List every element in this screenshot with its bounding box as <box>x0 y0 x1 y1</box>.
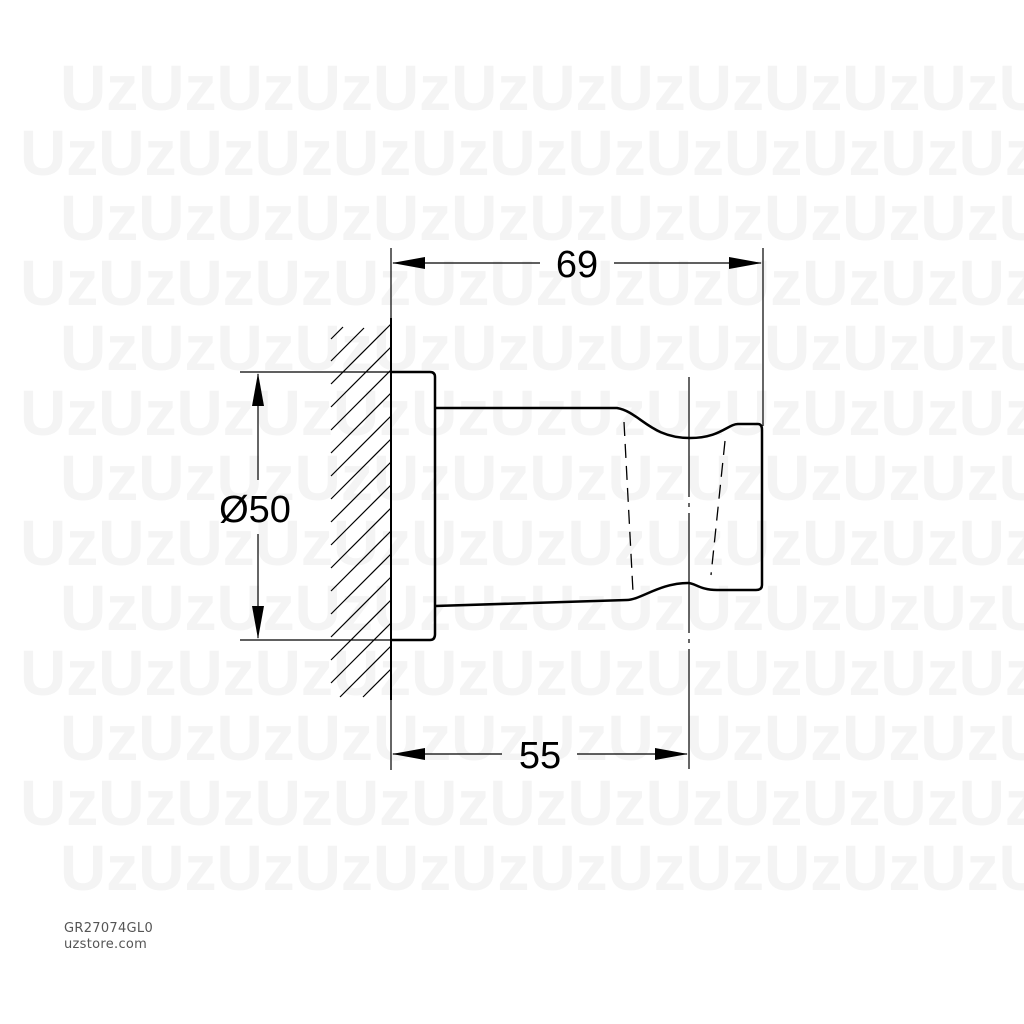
taper-line-left <box>623 421 634 593</box>
product-code: GR27074GL0 <box>64 921 154 936</box>
dim-69-label: 69 <box>556 244 598 286</box>
rosette-outline <box>391 370 437 642</box>
arrow-left-icon <box>392 257 425 269</box>
arrow-down-icon <box>252 606 264 639</box>
arrow-right-icon <box>729 257 762 269</box>
taper-line-right <box>710 440 726 576</box>
arrow-up-icon <box>252 373 264 406</box>
wall-hatch <box>330 323 392 698</box>
dim-50-label: Ø50 <box>219 489 291 531</box>
footer: GR27074GL0 uzstore.com <box>64 921 153 953</box>
site-name: uzstore.com <box>64 937 148 952</box>
dim-55-label: 55 <box>519 735 561 777</box>
arrow-right-icon <box>655 748 688 760</box>
arrow-left-icon <box>392 748 425 760</box>
holder-body-outline <box>434 406 764 608</box>
